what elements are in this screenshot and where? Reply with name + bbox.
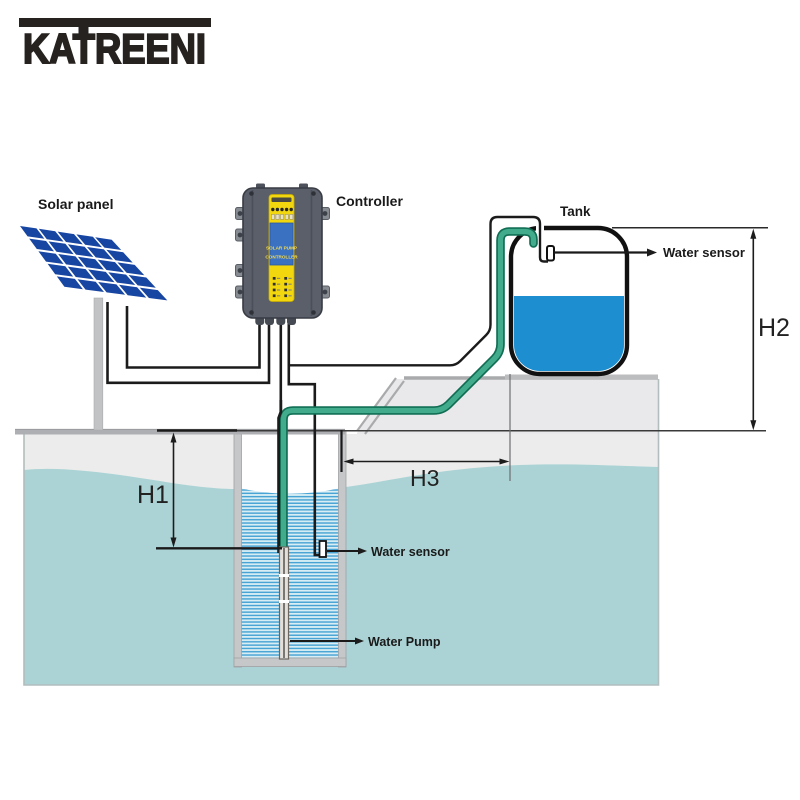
svg-text:Water sensor: Water sensor — [371, 545, 450, 559]
svg-text:H2: H2 — [758, 314, 790, 342]
svg-text:CONTROLLER: CONTROLLER — [265, 254, 298, 259]
svg-text:Tank: Tank — [560, 204, 591, 219]
svg-text:Water sensor: Water sensor — [663, 245, 745, 260]
svg-text:Solar panel: Solar panel — [38, 196, 113, 212]
svg-text:KATREENI: KATREENI — [23, 25, 206, 72]
svg-text:H1: H1 — [137, 481, 169, 509]
svg-text:Water Pump: Water Pump — [368, 635, 441, 649]
svg-text:SOLAR PUMP: SOLAR PUMP — [266, 246, 297, 251]
svg-text:Controller: Controller — [336, 193, 403, 209]
svg-text:H3: H3 — [410, 465, 439, 491]
